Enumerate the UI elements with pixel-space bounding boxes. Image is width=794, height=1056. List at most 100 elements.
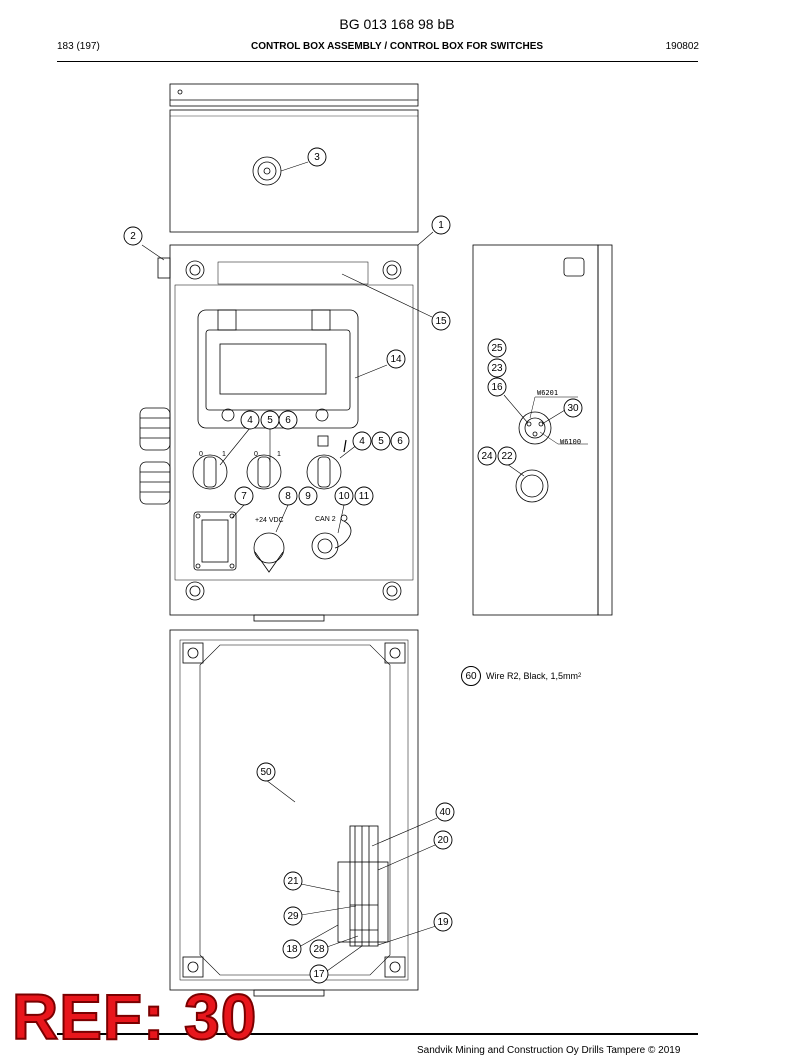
- ref-stamp: REF: 30: [11, 981, 258, 1053]
- callout-number: 29: [287, 911, 299, 922]
- callout-number: 15: [435, 316, 447, 327]
- switch2-pos1: 1: [277, 451, 281, 458]
- callout-number: 14: [390, 354, 402, 365]
- callout-number: 19: [437, 917, 449, 928]
- callout-circle: [298, 486, 318, 506]
- callout-circle: [283, 906, 303, 926]
- callout-number: 21: [287, 876, 299, 887]
- callout-circle: [390, 431, 410, 451]
- callout-20: 20: [433, 830, 453, 850]
- callout-number: 4: [247, 415, 253, 426]
- callout-number: 20: [437, 835, 449, 846]
- callout-circle: [307, 147, 327, 167]
- callout-number: 6: [397, 436, 403, 447]
- callout-number: 23: [491, 363, 503, 374]
- callout-circle: [563, 398, 583, 418]
- legend-number: 60: [461, 666, 481, 686]
- callout-number: 3: [314, 152, 320, 163]
- callout-5: 5: [260, 410, 280, 430]
- callout-number: 2: [130, 231, 136, 242]
- header-rule: [57, 61, 698, 62]
- callout-18: 18: [282, 939, 302, 959]
- callout-17: 17: [309, 964, 329, 984]
- callout-circle: [431, 215, 451, 235]
- callout-circle: [371, 431, 391, 451]
- callout-circle: [256, 762, 276, 782]
- callout-circle: [386, 349, 406, 369]
- callout-circle: [352, 431, 372, 451]
- callout-number: 30: [567, 403, 579, 414]
- callout-number: 5: [267, 415, 273, 426]
- callout-number: 1: [438, 220, 444, 231]
- switch1-pos1: 1: [222, 451, 226, 458]
- callout-number: 9: [305, 491, 311, 502]
- callout-circle: [487, 358, 507, 378]
- callout-number: 25: [491, 343, 503, 354]
- callout-circle: [431, 311, 451, 331]
- switch1-pos0: 0: [199, 451, 203, 458]
- callout-circle: [433, 912, 453, 932]
- callout-circle: [433, 830, 453, 850]
- callout-3: 3: [307, 147, 327, 167]
- callout-number: 40: [439, 807, 451, 818]
- lid-drawing: [169, 83, 419, 233]
- callout-circle: [487, 377, 507, 397]
- callout-5: 5: [371, 431, 391, 451]
- legend-superscript: 2: [578, 673, 582, 679]
- callout-circle: [282, 939, 302, 959]
- callout-number: 50: [260, 767, 272, 778]
- callout-circle: [234, 486, 254, 506]
- callout-25: 25: [487, 338, 507, 358]
- callout-21: 21: [283, 871, 303, 891]
- callout-40: 40: [435, 802, 455, 822]
- callout-number: 11: [359, 491, 370, 502]
- label-w6100: W6100: [560, 438, 581, 446]
- callout-11: 11: [354, 486, 374, 506]
- callout-circle: [278, 486, 298, 506]
- interior-view-drawing: [169, 629, 419, 997]
- callout-4: 4: [240, 410, 260, 430]
- callout-number: 4: [359, 436, 365, 447]
- callout-number: 22: [501, 451, 513, 462]
- callout-4: 4: [352, 431, 372, 451]
- callout-24: 24: [477, 446, 497, 466]
- callout-22: 22: [497, 446, 517, 466]
- label-24vdc: +24 VDC: [255, 517, 284, 524]
- callout-number: 5: [378, 436, 384, 447]
- page-title: CONTROL BOX ASSEMBLY / CONTROL BOX FOR S…: [250, 41, 544, 52]
- document-number: BG 013 168 98 bB: [339, 16, 455, 32]
- callout-7: 7: [234, 486, 254, 506]
- callout-15: 15: [431, 311, 451, 331]
- callout-10: 10: [334, 486, 354, 506]
- callout-number: 16: [491, 382, 503, 393]
- label-w6201: W6201: [537, 389, 558, 397]
- callout-circle: [240, 410, 260, 430]
- side-view-drawing: [472, 244, 613, 616]
- callout-14: 14: [386, 349, 406, 369]
- callout-29: 29: [283, 906, 303, 926]
- front-panel-drawing: [139, 244, 419, 622]
- callout-number: 6: [285, 415, 291, 426]
- callout-number: 24: [481, 451, 493, 462]
- callout-number: 7: [241, 491, 247, 502]
- callout-circle: [354, 486, 374, 506]
- callout-1: 1: [431, 215, 451, 235]
- callout-circle: [309, 939, 329, 959]
- callout-6: 6: [278, 410, 298, 430]
- callout-circle: [123, 226, 143, 246]
- callout-number: 28: [313, 944, 325, 955]
- callout-28: 28: [309, 939, 329, 959]
- callout-circle: [283, 871, 303, 891]
- footer-rule: [57, 1033, 698, 1035]
- callout-circle: [334, 486, 354, 506]
- callout-23: 23: [487, 358, 507, 378]
- switch2-pos0: 0: [254, 451, 258, 458]
- callout-16: 16: [487, 377, 507, 397]
- page-number: 183 (197): [57, 41, 100, 52]
- callout-number: 17: [313, 969, 325, 980]
- callout-8: 8: [278, 486, 298, 506]
- callout-number: 10: [338, 491, 350, 502]
